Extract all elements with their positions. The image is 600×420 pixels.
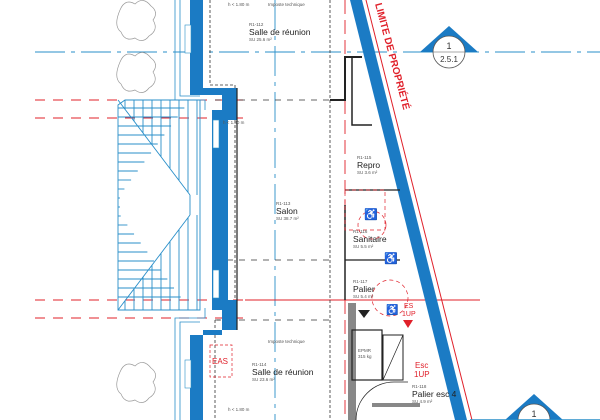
section-marker: 1 2.5.1	[420, 26, 478, 69]
svg-text:SU 38.7 m²: SU 38.7 m²	[276, 216, 299, 221]
red-reference-lines	[35, 99, 480, 319]
svg-text:Salon: Salon	[276, 206, 298, 216]
svg-text:R1-117: R1-117	[353, 279, 368, 284]
svg-text:SU 4.9 m²: SU 4.9 m²	[412, 399, 433, 404]
roof-hatch	[117, 99, 201, 311]
accessible-icon: ♿	[364, 208, 378, 221]
room-label-r1-117: R1-117 Palier SU 5.4 m²	[353, 279, 375, 299]
svg-text:1UP: 1UP	[402, 311, 416, 318]
turning-circles	[344, 189, 409, 317]
room-label-r1-112: R1-112 Salle de réunion SU 25.6 m²	[249, 22, 311, 42]
annotations: h < 1.80 m Imposte technique h < 1.80 m …	[209, 2, 430, 412]
room-label-r1-115: R1-115 Repro SU 3.6 m²	[357, 155, 380, 175]
tree-symbols	[116, 0, 156, 403]
tree-icon	[116, 0, 156, 41]
svg-text:R1-113: R1-113	[276, 201, 291, 206]
svg-text:R1-115: R1-115	[357, 155, 372, 160]
svg-text:Sanitaire: Sanitaire	[353, 234, 387, 244]
exterior-wall	[174, 0, 238, 420]
svg-text:SU 5.5 m²: SU 5.5 m²	[353, 244, 374, 249]
svg-text:h < 1.80 m: h < 1.80 m	[223, 120, 245, 125]
svg-text:Imposte technique: Imposte technique	[268, 339, 305, 344]
svg-text:Salle de réunion: Salle de réunion	[249, 27, 311, 37]
room-label-r1-118: R1-118 Palier esc 4 SU 4.9 m²	[412, 384, 457, 404]
svg-text:SU 23.6 m²: SU 23.6 m²	[252, 377, 275, 382]
room-label-r1-113: R1-113 Salon SU 38.7 m²	[276, 201, 299, 221]
svg-text:EPMR: EPMR	[358, 348, 372, 353]
stair-direction-icon	[403, 320, 413, 328]
svg-text:R1-116: R1-116	[353, 229, 368, 234]
svg-text:1: 1	[531, 409, 536, 419]
svg-text:1UP: 1UP	[414, 370, 430, 379]
svg-text:SU 3.6 m²: SU 3.6 m²	[357, 170, 378, 175]
svg-text:ES: ES	[404, 303, 414, 310]
svg-text:h < 1.80 m: h < 1.80 m	[228, 407, 250, 412]
svg-text:R1-118: R1-118	[412, 384, 427, 389]
tree-icon	[116, 52, 156, 93]
svg-text:Palier: Palier	[353, 284, 375, 294]
svg-text:2.5.1: 2.5.1	[440, 55, 458, 64]
dashed-lines	[209, 0, 331, 420]
accessible-icon: ♿	[384, 252, 398, 265]
svg-text:Esc: Esc	[415, 361, 428, 370]
svg-text:R1-114: R1-114	[252, 362, 267, 367]
svg-text:Repro: Repro	[357, 160, 380, 170]
svg-text:R1-112: R1-112	[249, 22, 264, 27]
svg-text:Imposte technique: Imposte technique	[268, 2, 305, 7]
tree-icon	[116, 362, 156, 403]
section-marker-bottom: 1	[470, 394, 600, 420]
accessible-icon: ♿	[386, 303, 398, 316]
svg-text:315 kg: 315 kg	[358, 354, 372, 359]
svg-text:1: 1	[446, 41, 451, 51]
svg-text:SU 25.6 m²: SU 25.6 m²	[249, 37, 272, 42]
eas-label: EAS	[212, 357, 228, 366]
room-label-r1-116: R1-116 Sanitaire SU 5.5 m²	[353, 229, 387, 249]
svg-text:h < 1.80 m: h < 1.80 m	[228, 2, 250, 7]
svg-text:Salle de réunion: Salle de réunion	[252, 367, 314, 377]
room-label-r1-114: R1-114 Salle de réunion SU 23.6 m²	[252, 362, 314, 382]
svg-text:SU 5.4 m²: SU 5.4 m²	[353, 294, 374, 299]
svg-text:Palier esc 4: Palier esc 4	[412, 389, 457, 399]
